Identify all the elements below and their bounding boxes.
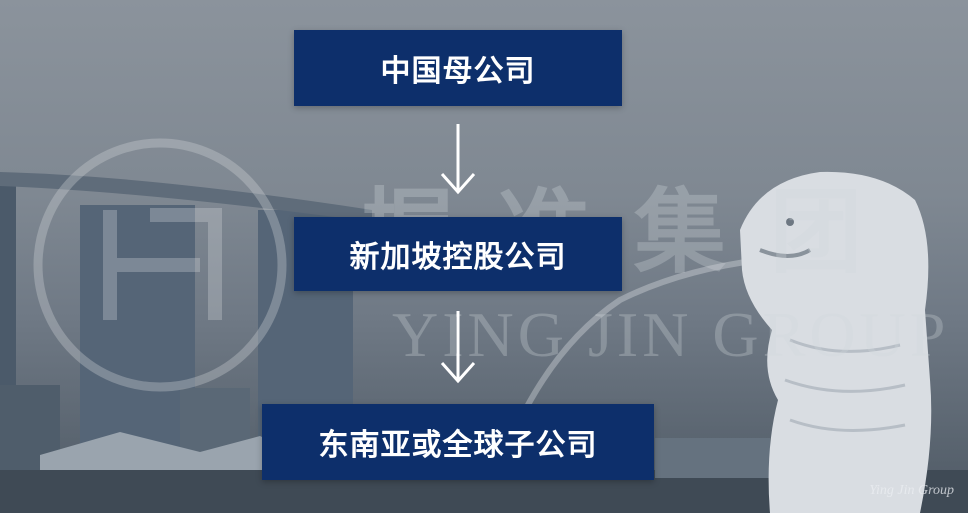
node-holding-company: 新加坡控股公司 (294, 217, 622, 291)
node-subsidiary-label: 东南亚或全球子公司 (318, 428, 598, 463)
merlion-eye (786, 218, 794, 226)
watermark-logo-ring (33, 138, 287, 392)
node-parent-company: 中国母公司 (294, 30, 622, 106)
merlion-scales (784, 338, 906, 432)
watermark-english: YING JIN GROUP (392, 299, 950, 370)
merlion-water-spray (517, 257, 761, 422)
arrow-2-head (440, 362, 476, 384)
node-subsidiary-company: 东南亚或全球子公司 (262, 404, 654, 480)
arrow-1-head (440, 173, 476, 195)
skypark-deck (0, 172, 372, 222)
node-parent-label: 中国母公司 (380, 54, 536, 89)
watermark-logo-glyph (103, 208, 222, 320)
arrow-down-1 (440, 124, 476, 195)
corner-watermark: Ying Jin Group (869, 483, 954, 498)
merlion-mouth (759, 248, 812, 258)
museum-canopy (40, 432, 300, 475)
node-holding-label: 新加坡控股公司 (349, 240, 567, 275)
esplanade-building (655, 438, 770, 478)
arrow-down-2 (440, 311, 476, 384)
